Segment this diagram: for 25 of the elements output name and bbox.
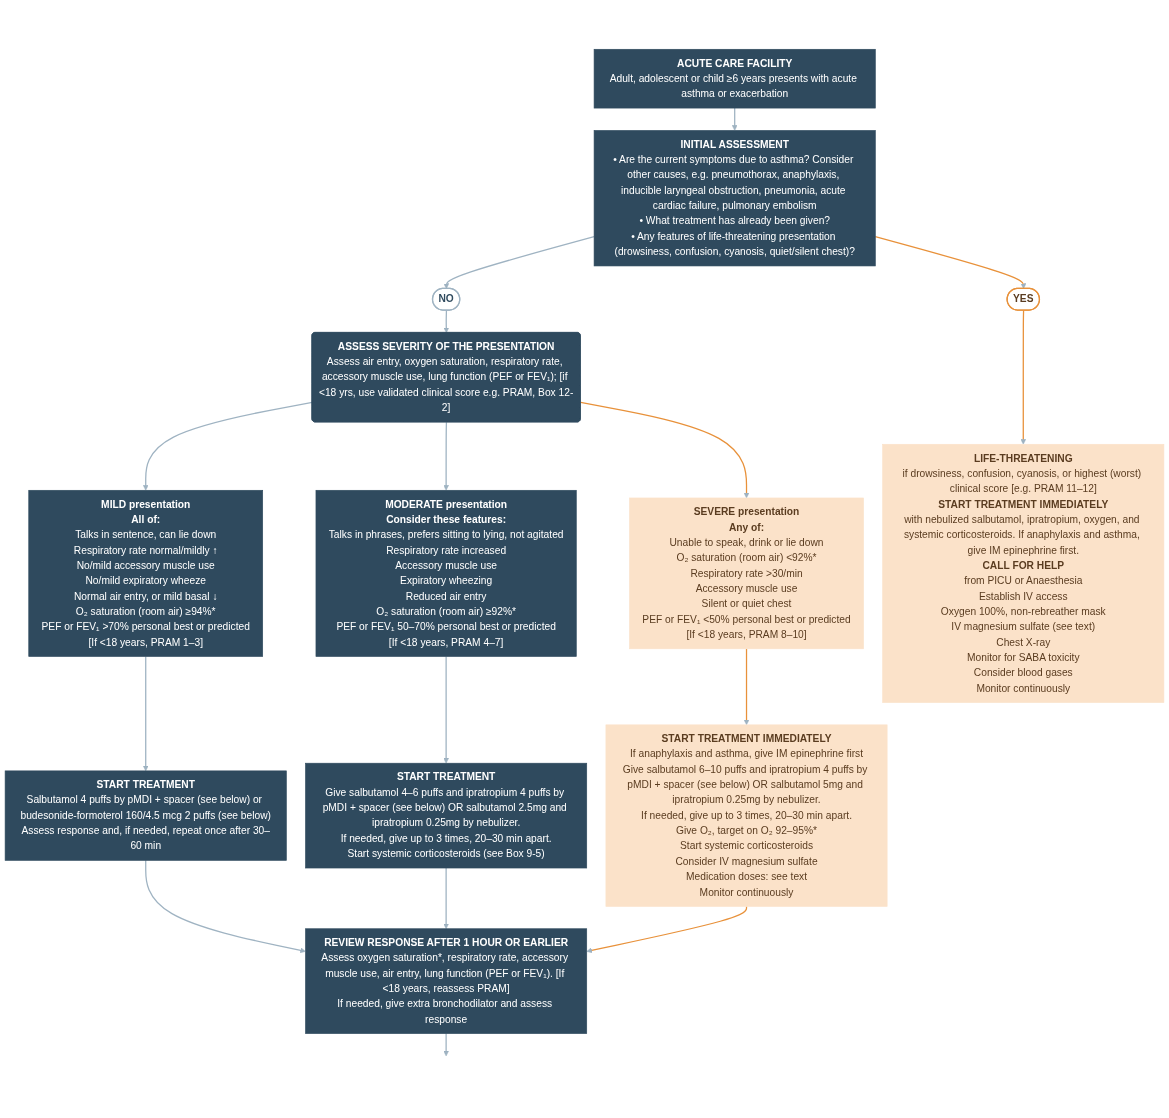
arrow bbox=[1020, 309, 1027, 445]
arrow bbox=[443, 236, 595, 289]
arrow bbox=[142, 655, 149, 772]
node-box: ACUTE CARE FACILITY Adult, adolescent or child ≥6 years presents with acute asthma or exacerbation bbox=[593, 48, 876, 109]
arrow bbox=[743, 648, 750, 726]
arrow bbox=[443, 1032, 449, 1057]
node-box: START TREATMENT Give salbutamol 4–6 puffs and ipratropium 4 puffs by pMDI + spacer (see below) OR salbutamol 2.5mg and ipratropium 0.25mg by nebulizer. If needed, give up to 3 times, 20–30 min apart. Start systemic corticosteroids (see Box 9-5) bbox=[305, 762, 588, 869]
arrow bbox=[731, 107, 738, 131]
node-box: MODERATE presentation Consider these features: Talks in phrases, prefers sitting to lying, not agitated Respiratory rate increased Accessory muscle use Expiratory wheezing Reduced air entry O₂ saturation (room air) ≥92%* PEF or FEV₁ 50–70% personal best or predicted [If <18 years, PRAM 4–7] bbox=[315, 489, 577, 657]
node-box: INITIAL ASSESSMENT • Are the current symptoms due to asthma? Consider other causes, e.g. pneumothorax, anaphylaxis, inducible laryngeal obstruction, pneumonia, acute cardiac failure, pulmonary embolism • What treatment has already been given? • Any features of life-threatening presentation (drowsiness, confusion, cyanosis, quiet/silent chest)? bbox=[593, 130, 876, 267]
arrow bbox=[874, 236, 1027, 289]
arrow bbox=[443, 655, 449, 764]
node-box: START TREATMENT Salbutamol 4 puffs by pMDI + spacer (see below) or budesonide-formoterol 160/4.5 mcg 2 puffs (see below) Assess response and, if needed, repeat once after 30–60 min bbox=[4, 770, 287, 861]
node-box: REVIEW RESPONSE AFTER 1 HOUR OR EARLIER Assess oxygen saturation*, respiratory rate, accessory muscle use, air entry, lung function (PEF or FEV₁). [If <18 years, reassess PRAM] If needed, give extra bronchodilator and assess response bbox=[305, 928, 588, 1034]
node-box: START TREATMENT IMMEDIATELY If anaphylaxis and asthma, give IM epinephrine first Give salbutamol 6–10 puffs and ipratropium 4 puffs by pMDI + spacer (see below) OR salbutamol 5mg and ipratropium 0.25mg by nebulizer. If needed, give up to 3 times, 20–30 min apart. Give O₂, target on O₂ 92–95%* Start systemic corticosteroids Consider IV magnesium sulfate Medication doses: see text Monitor continuously bbox=[605, 724, 888, 907]
arrow bbox=[443, 867, 449, 929]
arrow bbox=[142, 401, 313, 491]
node-box: MILD presentation All of: Talks in sentence, can lie down Respiratory rate normal/mildly ↑ No/mild accessory muscle use No/mild expiratory wheeze Normal air entry, or mild basal ↓ O₂ saturation (room air) ≥94%* PEF or FEV₁ >70% personal best or predicted [If <18 years, PRAM 1–3] bbox=[28, 489, 263, 657]
arrow bbox=[145, 859, 306, 954]
arrow bbox=[586, 905, 748, 954]
node-box: SEVERE presentation Any of: Unable to speak, drink or lie down O₂ saturation (room air) <92%* Respiratory rate >30/min Accessory muscle use Silent or quiet chest PEF or FEV₁ <50% personal best or predicted [If <18 years, PRAM 8–10] bbox=[629, 497, 864, 650]
node-box: LIFE-THREATENING if drowsiness, confusion, cyanosis, or highest (worst) clinical score [e.g. PRAM 11–12] START TREATMENT IMMEDIATELY with nebulized salbutamol, ipratropium, oxygen, and systemic corticosteroids. If anaphylaxis and asthma, give IM epinephrine first. CALL FOR HELP from PICU or Anaesthesia Establish IV access Oxygen 100%, non-rebreather mask IV magnesium sulfate (see text) Chest X-ray Monitor for SABA toxicity Consider blood gases Monitor continuously bbox=[882, 443, 1165, 703]
arrow bbox=[443, 421, 449, 491]
arrow bbox=[580, 401, 750, 499]
arrow bbox=[443, 309, 450, 333]
